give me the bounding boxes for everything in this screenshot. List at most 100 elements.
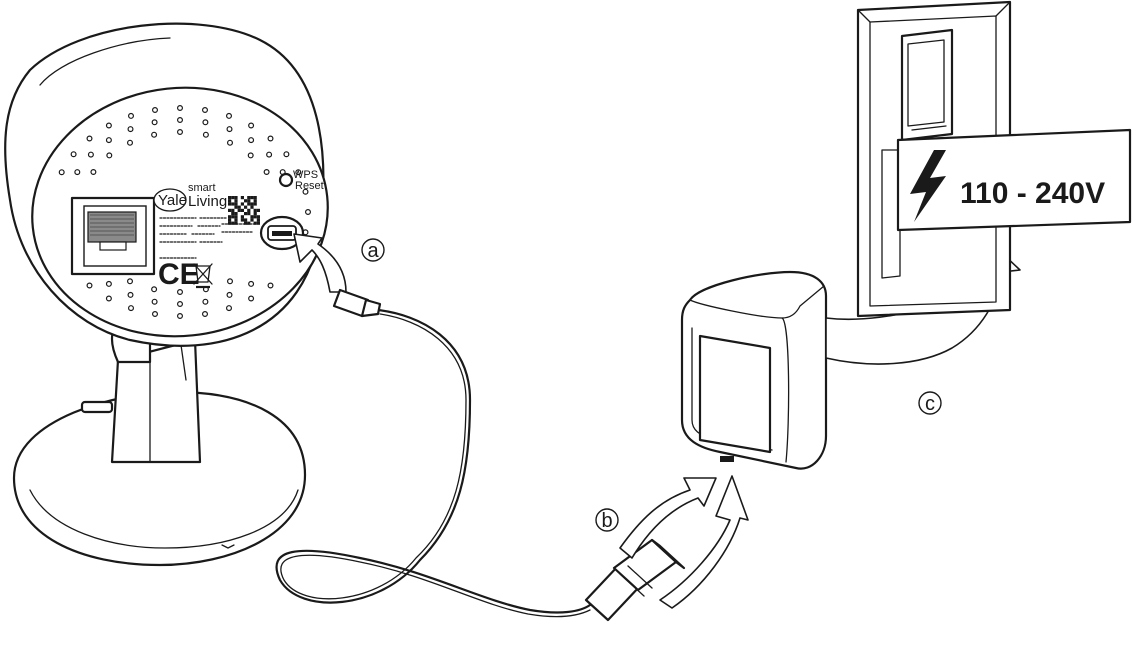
- speaker-hole: [153, 312, 158, 317]
- speaker-hole: [75, 170, 80, 175]
- speaker-hole: [178, 130, 183, 135]
- qr-module: [247, 199, 250, 202]
- qr-module: [254, 199, 257, 202]
- speaker-hole: [227, 293, 232, 298]
- speaker-hole: [107, 296, 112, 301]
- qr-module: [244, 212, 247, 215]
- speaker-hole: [249, 296, 254, 301]
- qr-module: [247, 222, 250, 225]
- qr-module: [241, 209, 244, 212]
- speaker-hole: [268, 283, 273, 288]
- qr-module: [250, 206, 253, 209]
- speaker-hole: [284, 152, 289, 157]
- speaker-hole: [107, 138, 112, 143]
- label-a: a: [362, 239, 384, 262]
- speaker-hole: [128, 293, 133, 298]
- arrow-b-outer: [620, 478, 716, 558]
- speaker-hole: [227, 114, 232, 119]
- qr-module: [250, 215, 253, 218]
- brand-yale: Yale: [158, 192, 187, 209]
- qr-module: [250, 202, 253, 205]
- label-a-text: a: [367, 240, 379, 262]
- speaker-hole: [129, 114, 134, 119]
- qr-module: [254, 212, 257, 215]
- qr-module: [250, 196, 253, 199]
- qr-module: [257, 215, 260, 218]
- qr-module: [244, 199, 247, 202]
- qr-module: [234, 218, 237, 221]
- voltage-text: 110 - 240V: [960, 177, 1105, 210]
- qr-module: [247, 209, 250, 212]
- qr-module: [254, 215, 257, 218]
- qr-module: [228, 202, 231, 205]
- usb-cable: [277, 290, 590, 617]
- qr-module: [257, 218, 260, 221]
- speaker-hole: [128, 279, 133, 284]
- qr-module: [254, 202, 257, 205]
- qr-module: [231, 212, 234, 215]
- speaker-hole: [178, 302, 183, 307]
- speaker-hole: [178, 118, 183, 123]
- speaker-hole: [152, 120, 157, 125]
- qr-module: [244, 206, 247, 209]
- qr-module: [231, 202, 234, 205]
- micro-usb-plug: [334, 290, 380, 316]
- camera: Yale smart Living CE WPS Reset: [5, 24, 340, 565]
- speaker-hole: [152, 132, 157, 137]
- speaker-hole: [89, 152, 94, 157]
- reset-label: Reset: [295, 180, 324, 192]
- brand-living: Living: [188, 193, 227, 210]
- qr-module: [228, 196, 231, 199]
- qr-module: [254, 196, 257, 199]
- qr-module: [234, 206, 237, 209]
- qr-module: [234, 202, 237, 205]
- qr-module: [254, 222, 257, 225]
- speaker-hole: [152, 299, 157, 304]
- speaker-hole: [71, 152, 76, 157]
- qr-module: [238, 206, 241, 209]
- label-b-text: b: [601, 510, 612, 532]
- qr-module: [228, 209, 231, 212]
- speaker-hole: [59, 170, 64, 175]
- qr-module: [254, 209, 257, 212]
- power-adapter: [682, 272, 826, 469]
- qr-module: [234, 212, 237, 215]
- qr-module: [247, 202, 250, 205]
- speaker-hole: [87, 136, 92, 141]
- qr-module: [231, 222, 234, 225]
- qr-module: [247, 212, 250, 215]
- qr-module: [244, 218, 247, 221]
- speaker-hole: [248, 153, 253, 158]
- speaker-hole: [107, 282, 112, 287]
- label-c-text: c: [925, 393, 935, 415]
- speaker-hole: [268, 136, 273, 141]
- speaker-hole: [107, 123, 112, 128]
- speaker-hole: [153, 108, 158, 113]
- speaker-hole: [128, 127, 133, 132]
- speaker-hole: [227, 127, 232, 132]
- speaker-hole: [203, 312, 208, 317]
- qr-module: [228, 218, 231, 221]
- speaker-hole: [178, 314, 183, 319]
- qr-module: [231, 209, 234, 212]
- qr-module: [241, 202, 244, 205]
- speaker-hole: [249, 138, 254, 143]
- speaker-hole: [249, 123, 254, 128]
- speaker-hole: [204, 132, 209, 137]
- label-c: c: [919, 392, 941, 415]
- qr-module: [241, 218, 244, 221]
- qr-module: [257, 209, 260, 212]
- qr-module: [234, 215, 237, 218]
- qr-module: [228, 222, 231, 225]
- speaker-hole: [87, 283, 92, 288]
- label-b: b: [596, 509, 618, 532]
- speaker-hole: [178, 106, 183, 111]
- qr-module: [228, 215, 231, 218]
- speaker-hole: [152, 287, 157, 292]
- speaker-hole: [203, 299, 208, 304]
- qr-module: [234, 222, 237, 225]
- speaker-hole: [203, 108, 208, 113]
- qr-module: [250, 218, 253, 221]
- speaker-hole: [107, 153, 112, 158]
